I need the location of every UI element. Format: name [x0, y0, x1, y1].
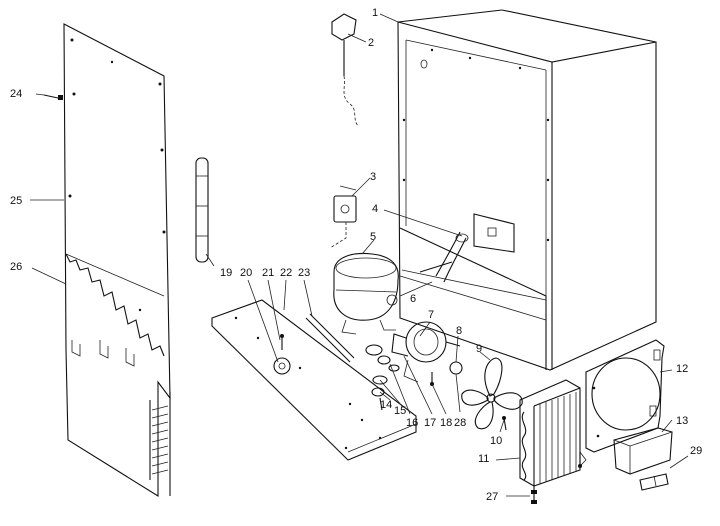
part-label: 28: [454, 417, 466, 429]
mounting-hardware: [273, 334, 434, 411]
fan-motor: [391, 321, 461, 383]
part-label: 6: [410, 293, 416, 305]
part-label: 5: [370, 231, 376, 243]
part-label: 7: [428, 309, 434, 321]
part-label: 18: [440, 417, 452, 429]
part-label: 3: [370, 171, 376, 183]
part-label: 21: [262, 267, 274, 279]
part-label: 13: [676, 415, 688, 427]
part-label: 24: [10, 88, 22, 100]
condenser: [519, 379, 587, 487]
part-label: 22: [280, 267, 292, 279]
part-label: 1: [372, 7, 378, 19]
part-label: 11: [478, 453, 489, 465]
part-label: 12: [676, 363, 688, 375]
part-label: 2: [368, 37, 374, 49]
part-label: 4: [372, 203, 378, 215]
thermostat: [331, 13, 359, 127]
part-label: 23: [298, 267, 310, 279]
screw-icon: [502, 416, 507, 431]
screw-icon: [578, 452, 582, 468]
fan-shroud: [585, 339, 665, 453]
leader-lines: [30, 13, 689, 497]
part-label: 19: [220, 267, 232, 279]
screw-icon: [43, 94, 63, 100]
part-label: 29: [690, 445, 702, 457]
drain-tube: [195, 157, 209, 263]
part-label: 16: [406, 417, 418, 429]
cabinet: [397, 9, 657, 371]
part-label: 25: [10, 195, 22, 207]
part-label: 27: [486, 491, 498, 503]
refrigerant-tube: [419, 231, 469, 283]
part-label: 20: [240, 267, 252, 279]
part-label: 14: [380, 399, 392, 411]
rear-panel-louvres: [149, 392, 171, 496]
part-label: 8: [456, 325, 462, 337]
base-plate: [211, 299, 417, 461]
rod: [305, 313, 355, 363]
screw-icon: [531, 486, 537, 504]
part-label: 26: [10, 261, 22, 273]
drain-pan-clip: [639, 473, 669, 491]
part-label: 9: [476, 343, 482, 355]
relay: [329, 185, 357, 249]
drain-pan: [613, 427, 673, 475]
rear-panel: [43, 23, 171, 497]
part-label: 10: [490, 435, 502, 447]
part-label: 15: [394, 405, 406, 417]
part-labels: 1 2 3 4 5 6 7 8 9 10 11 12 13 14 15 16 1…: [10, 7, 702, 503]
compressor: [333, 252, 399, 335]
part-label: 17: [424, 417, 436, 429]
